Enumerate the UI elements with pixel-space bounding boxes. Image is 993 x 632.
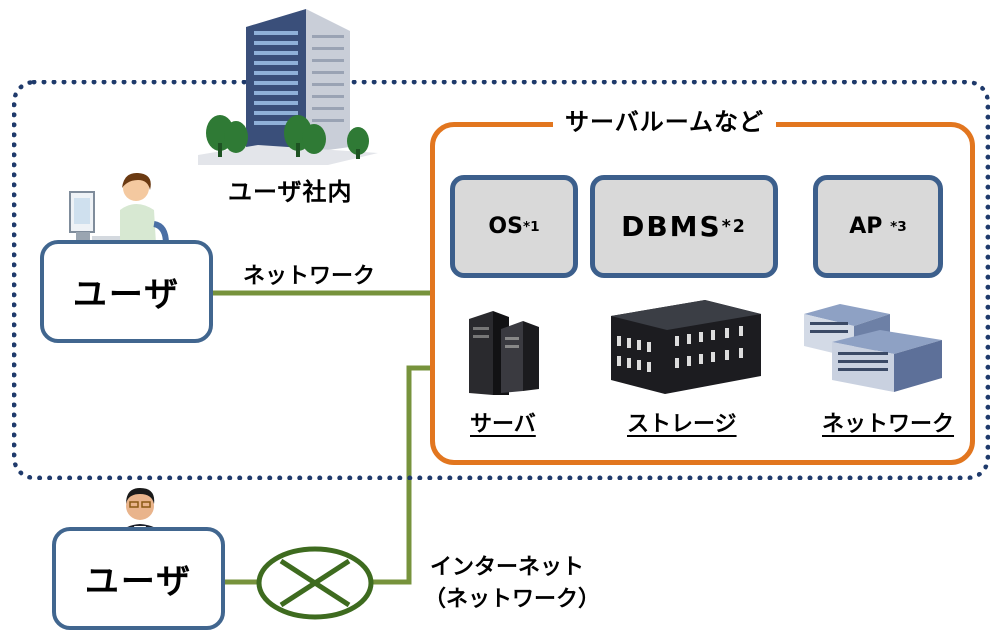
server-rack-icon bbox=[469, 311, 539, 395]
storage-array-icon bbox=[611, 300, 761, 394]
internet-label-line2: （ネットワーク） bbox=[424, 587, 601, 612]
internet-label-line1: インターネット bbox=[430, 555, 585, 580]
server-room-title: サーバルームなど bbox=[553, 105, 777, 139]
network-label: ネットワーク bbox=[822, 412, 955, 437]
dbms-box: DBMS*2 bbox=[590, 175, 778, 278]
ap-box: AP *3 bbox=[813, 175, 943, 278]
dbms-label: DBMS bbox=[621, 210, 722, 243]
external-user-label: ユーザ bbox=[84, 562, 193, 602]
os-box: OS*1 bbox=[450, 175, 578, 278]
internal-network-label: ネットワーク bbox=[243, 264, 376, 289]
internal-user-box: ユーザ bbox=[40, 240, 213, 343]
router-icon bbox=[256, 546, 374, 620]
office-building-icon bbox=[198, 9, 378, 165]
external-user-box: ユーザ bbox=[52, 527, 225, 630]
ap-label: AP bbox=[849, 214, 891, 239]
server-label: サーバ bbox=[470, 412, 536, 437]
os-label: OS bbox=[488, 214, 523, 239]
storage-label: ストレージ bbox=[627, 412, 737, 437]
company-label: ユーザ社内 bbox=[228, 178, 353, 206]
company-boundary bbox=[12, 80, 990, 480]
network-switch-icon bbox=[804, 304, 942, 392]
internet-label: インターネット （ネットワーク） bbox=[424, 552, 600, 616]
internal-user-label: ユーザ bbox=[72, 275, 181, 315]
